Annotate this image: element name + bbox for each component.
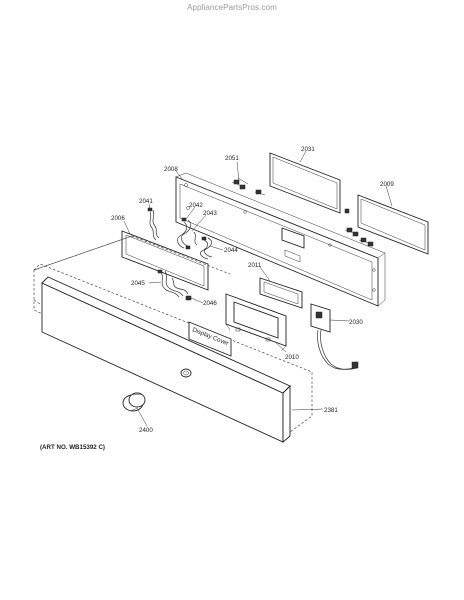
watermark: AppliancePartsPros.com	[187, 3, 277, 12]
callout-2011: 2011	[248, 262, 262, 269]
display-board	[121, 230, 209, 291]
callout-2010: 2010	[285, 354, 299, 361]
wire-harness-2044	[200, 236, 213, 260]
display-window	[259, 277, 303, 309]
wire-harness-2042-2043	[177, 217, 198, 250]
callout-2051: 2051	[225, 155, 239, 162]
upper-control-board	[269, 152, 341, 214]
callout-2044: 2044	[224, 247, 238, 254]
callout-2400: 2400	[139, 427, 153, 434]
callout-2008: 2008	[164, 166, 178, 173]
right-control-board	[357, 194, 429, 255]
connector-set-right	[344, 208, 374, 247]
callout-2009: 2009	[380, 181, 394, 188]
front-panel-outline	[33, 235, 313, 433]
sensor-assembly	[310, 303, 359, 370]
callout-2381: 2381	[324, 407, 338, 414]
callout-2030: 2030	[349, 319, 363, 326]
callout-2045: 2045	[131, 280, 145, 287]
callout-2031: 2031	[301, 146, 315, 153]
control-panel-frame	[175, 172, 386, 307]
display-bezel	[225, 293, 287, 351]
wire-harness-2045-2046	[157, 269, 192, 301]
art-number: (ART NO. WB15392 C)	[40, 444, 105, 451]
callout-2041: 2041	[139, 198, 153, 205]
callout-2042: 2042	[189, 202, 203, 209]
callout-2006: 2006	[111, 215, 125, 222]
callout-2043: 2043	[203, 210, 217, 217]
control-knob	[122, 392, 146, 412]
connector-set-top	[231, 177, 266, 196]
wire-harness-2041	[147, 207, 160, 241]
leader-lines	[123, 150, 393, 427]
callout-2046: 2046	[203, 300, 217, 307]
front-panel	[41, 276, 291, 443]
